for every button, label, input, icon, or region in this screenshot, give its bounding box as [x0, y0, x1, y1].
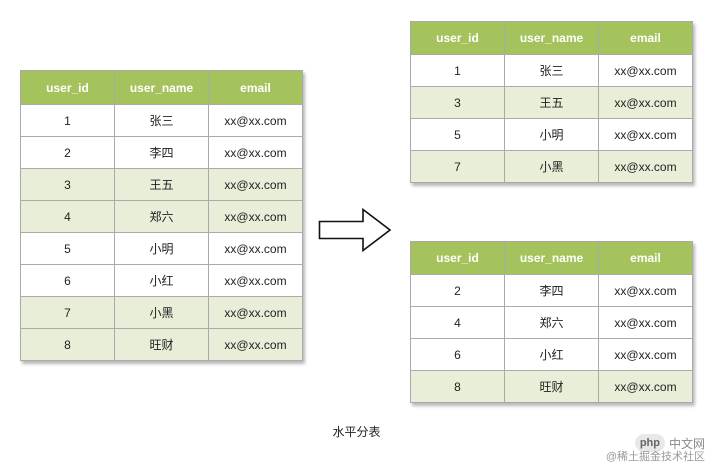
cell-user-id: 6	[410, 338, 505, 371]
cell-user-id: 4	[20, 200, 115, 233]
cell-user-id: 2	[20, 136, 115, 169]
cell-user-name: 小红	[504, 338, 599, 371]
watermark-text: 中文网	[668, 436, 705, 451]
table-row: 1 张三 xx@xx.com	[20, 104, 303, 137]
cell-email: xx@xx.com	[598, 274, 693, 307]
cell-user-name: 旺财	[114, 328, 209, 361]
column-header: user_name	[504, 21, 599, 55]
column-header: email	[598, 241, 693, 275]
cell-user-id: 5	[410, 118, 505, 151]
table-row: 7 小黑 xx@xx.com	[410, 150, 693, 183]
table-row: 1 张三 xx@xx.com	[410, 54, 693, 87]
table-row: 5 小明 xx@xx.com	[410, 118, 693, 151]
cell-user-id: 8	[410, 370, 505, 403]
cell-email: xx@xx.com	[208, 264, 303, 297]
table-row: 7 小黑 xx@xx.com	[20, 296, 303, 329]
column-header: user_name	[114, 70, 209, 105]
cell-email: xx@xx.com	[598, 338, 693, 371]
cell-user-id: 2	[410, 274, 505, 307]
right-arrow-icon	[318, 208, 392, 252]
cell-email: xx@xx.com	[208, 328, 303, 361]
cell-email: xx@xx.com	[598, 54, 693, 87]
cell-user-id: 6	[20, 264, 115, 297]
cell-email: xx@xx.com	[598, 306, 693, 339]
column-header: user_id	[410, 241, 505, 275]
cell-user-id: 7	[410, 150, 505, 183]
result-table-even: user_id user_name email 2 李四 xx@xx.com 4…	[410, 241, 693, 403]
cell-user-name: 小黑	[504, 150, 599, 183]
table-row: 4 郑六 xx@xx.com	[410, 306, 693, 339]
table-row: 2 李四 xx@xx.com	[410, 274, 693, 307]
table-header-row: user_id user_name email	[410, 21, 693, 55]
php-logo-icon: php	[634, 434, 665, 452]
cell-user-name: 王五	[504, 86, 599, 119]
column-header: email	[598, 21, 693, 55]
column-header: email	[208, 70, 303, 105]
cell-email: xx@xx.com	[598, 86, 693, 119]
cell-email: xx@xx.com	[598, 150, 693, 183]
watermark: php 中文网	[634, 434, 705, 452]
diagram-caption: 水平分表	[332, 425, 381, 439]
cell-user-name: 郑六	[504, 306, 599, 339]
column-header: user_name	[504, 241, 599, 275]
table-row: 8 旺财 xx@xx.com	[410, 370, 693, 403]
table-row: 4 郑六 xx@xx.com	[20, 200, 303, 233]
cell-email: xx@xx.com	[598, 118, 693, 151]
cell-email: xx@xx.com	[208, 104, 303, 137]
table-row: 3 王五 xx@xx.com	[410, 86, 693, 119]
table-row: 2 李四 xx@xx.com	[20, 136, 303, 169]
cell-user-name: 小红	[114, 264, 209, 297]
source-table: user_id user_name email 1 张三 xx@xx.com 2…	[20, 70, 303, 361]
cell-user-id: 4	[410, 306, 505, 339]
cell-user-id: 3	[410, 86, 505, 119]
cell-email: xx@xx.com	[208, 168, 303, 201]
result-table-odd: user_id user_name email 1 张三 xx@xx.com 3…	[410, 21, 693, 183]
cell-user-id: 3	[20, 168, 115, 201]
cell-user-name: 旺财	[504, 370, 599, 403]
cell-user-id: 1	[410, 54, 505, 87]
cell-email: xx@xx.com	[208, 200, 303, 233]
cell-user-name: 李四	[114, 136, 209, 169]
table-header-row: user_id user_name email	[410, 241, 693, 275]
cell-user-id: 7	[20, 296, 115, 329]
cell-user-name: 小明	[504, 118, 599, 151]
cell-user-id: 1	[20, 104, 115, 137]
cell-user-name: 小明	[114, 232, 209, 265]
cell-user-name: 小黑	[114, 296, 209, 329]
cell-user-id: 8	[20, 328, 115, 361]
cell-user-name: 李四	[504, 274, 599, 307]
cell-user-name: 张三	[504, 54, 599, 87]
cell-email: xx@xx.com	[208, 296, 303, 329]
column-header: user_id	[20, 70, 115, 105]
cell-email: xx@xx.com	[598, 370, 693, 403]
table-header-row: user_id user_name email	[20, 70, 303, 105]
table-row: 8 旺财 xx@xx.com	[20, 328, 303, 361]
cell-user-name: 王五	[114, 168, 209, 201]
cell-user-name: 郑六	[114, 200, 209, 233]
watermark-subtext: @稀土掘金技术社区	[605, 451, 705, 463]
cell-user-id: 5	[20, 232, 115, 265]
table-row: 5 小明 xx@xx.com	[20, 232, 303, 265]
cell-email: xx@xx.com	[208, 232, 303, 265]
cell-user-name: 张三	[114, 104, 209, 137]
table-row: 6 小红 xx@xx.com	[410, 338, 693, 371]
cell-email: xx@xx.com	[208, 136, 303, 169]
table-row: 6 小红 xx@xx.com	[20, 264, 303, 297]
column-header: user_id	[410, 21, 505, 55]
table-row: 3 王五 xx@xx.com	[20, 168, 303, 201]
